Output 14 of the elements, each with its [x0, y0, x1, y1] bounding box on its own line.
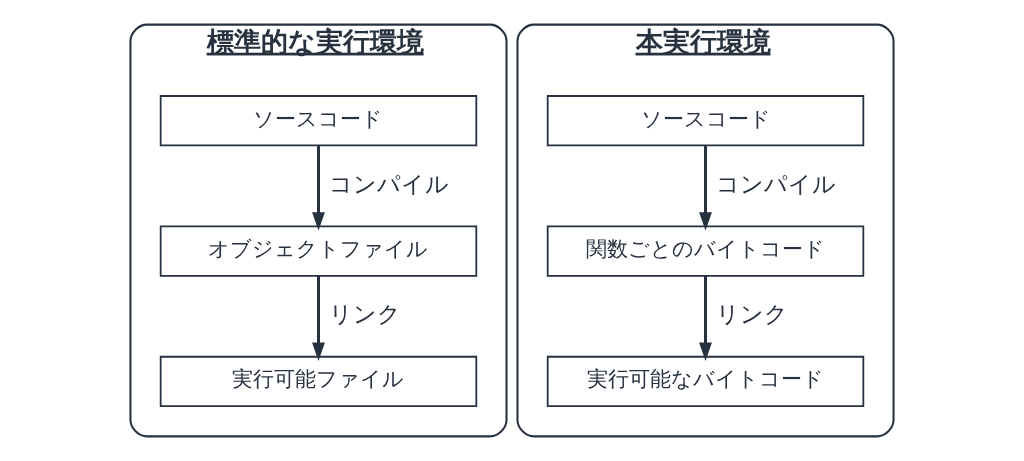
edge-label: リンク [716, 299, 789, 328]
arrow [699, 275, 712, 361]
node-box: オブジェクトファイル [159, 225, 478, 277]
arrow [312, 275, 325, 361]
edge-label: コンパイル [715, 169, 836, 198]
arrow [312, 145, 325, 231]
node-box: 実行可能なバイトコード [546, 355, 865, 408]
node-box: 実行可能ファイル [159, 355, 478, 408]
node-box: 関数ごとのバイトコード [546, 225, 865, 277]
edge-label: リンク [329, 299, 402, 328]
node-box: ソースコード [159, 95, 478, 147]
edge-label: コンパイル [328, 169, 449, 198]
node-box: ソースコード [546, 95, 865, 147]
arrow [699, 145, 712, 231]
